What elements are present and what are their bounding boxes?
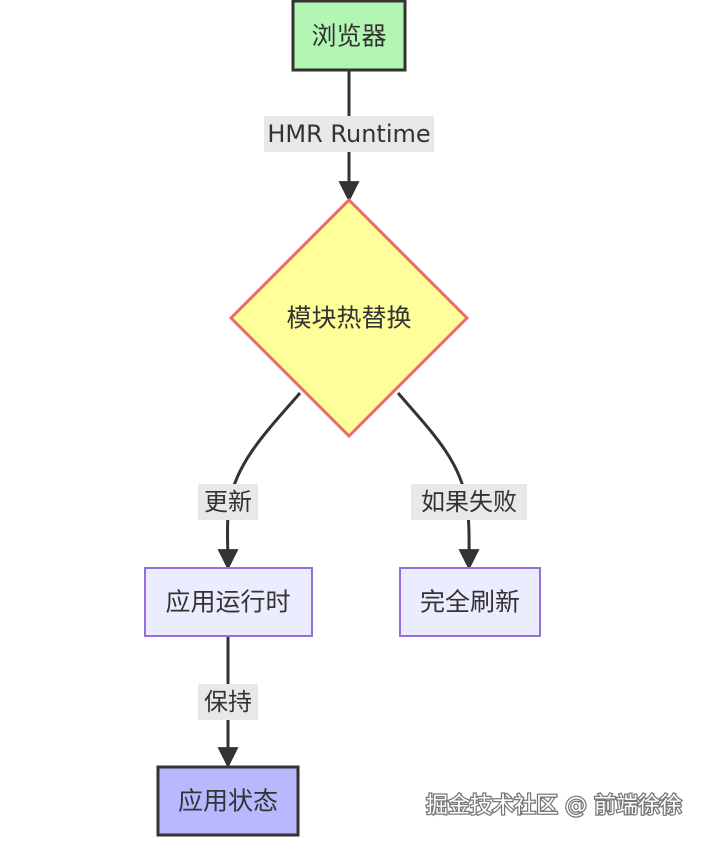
node-hmr: 模块热替换 <box>228 197 470 439</box>
edge-line <box>217 392 302 571</box>
edge-label-background <box>198 684 258 720</box>
edge-label-update: 更新 <box>204 488 252 516</box>
node-hmr-diamond <box>228 197 470 439</box>
edge-label-keep: 保持 <box>204 688 252 716</box>
edge-line <box>396 392 480 571</box>
node-app-runtime-box <box>144 567 313 637</box>
node-browser-box <box>291 0 407 72</box>
watermark-text: 掘金技术社区 @ 前端徐徐 <box>426 794 682 819</box>
edge-label-background <box>411 484 527 520</box>
edge-label-if-failed: 如果失败 <box>421 488 517 516</box>
node-app-runtime: 应用运行时 <box>144 567 313 637</box>
node-full-refresh-box <box>399 567 541 637</box>
edge-browser-to-hmr: HMR Runtime <box>264 70 434 203</box>
node-browser: 浏览器 <box>291 0 407 72</box>
edge-label-background <box>198 484 258 520</box>
node-full-refresh: 完全刷新 <box>399 567 541 637</box>
node-app-state-box <box>156 765 300 837</box>
edge-runtime-to-state: 保持 <box>198 636 258 769</box>
node-app-runtime-label: 应用运行时 <box>165 588 290 617</box>
edge-hmr-to-refresh: 如果失败 <box>396 392 527 571</box>
node-hmr-label: 模块热替换 <box>286 304 411 333</box>
node-full-refresh-label: 完全刷新 <box>420 588 520 617</box>
edge-label-hmr-runtime: HMR Runtime <box>267 120 430 148</box>
edge-hmr-to-runtime: 更新 <box>198 392 302 571</box>
edge-label-background <box>264 116 434 152</box>
node-browser-label: 浏览器 <box>311 22 386 51</box>
node-app-state-label: 应用状态 <box>178 787 278 816</box>
node-app-state: 应用状态 <box>156 765 300 837</box>
